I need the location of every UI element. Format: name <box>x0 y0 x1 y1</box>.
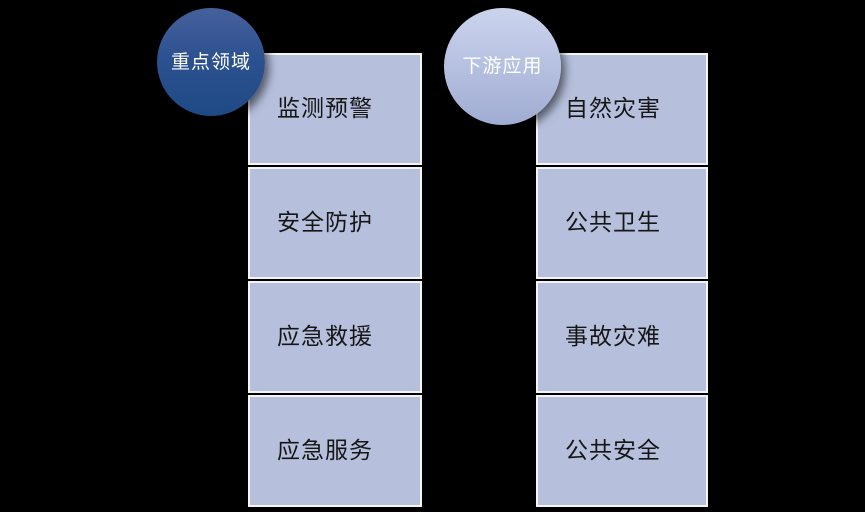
box-safety-protection: 安全防护 <box>248 167 422 279</box>
box-emergency-rescue: 应急救援 <box>248 281 422 393</box>
box-natural-disasters: 自然灾害 <box>536 53 708 165</box>
box-monitoring-early-warning: 监测预警 <box>248 53 422 165</box>
downstream-applications-badge: 下游应用 <box>444 8 561 125</box>
box-label: 公共卫生 <box>565 209 661 236</box>
key-areas-column: 监测预警 安全防护 应急救援 应急服务 <box>248 53 422 507</box>
box-label: 安全防护 <box>277 209 373 236</box>
box-emergency-services: 应急服务 <box>248 395 422 507</box>
box-label: 公共安全 <box>565 437 661 464</box>
key-areas-badge: 重点领域 <box>157 8 265 116</box>
box-label: 自然灾害 <box>565 95 661 122</box>
downstream-applications-column: 自然灾害 公共卫生 事故灾难 公共安全 <box>536 53 708 507</box>
box-accident-disasters: 事故灾难 <box>536 281 708 393</box>
badge-label: 重点领域 <box>170 50 251 73</box>
box-label: 应急救援 <box>277 323 373 350</box>
box-label: 事故灾难 <box>565 323 661 350</box>
badge-label: 下游应用 <box>462 55 543 77</box>
box-public-security: 公共安全 <box>536 395 708 507</box>
box-label: 应急服务 <box>277 437 373 464</box>
box-label: 监测预警 <box>277 95 373 122</box>
box-public-health: 公共卫生 <box>536 167 708 279</box>
